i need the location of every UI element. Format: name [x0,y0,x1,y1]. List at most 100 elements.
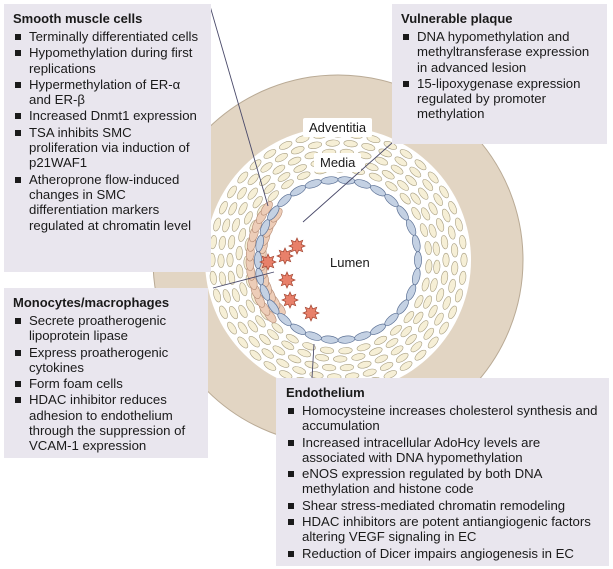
smooth-muscle-cell [279,141,293,150]
smooth-muscle-cell [394,156,408,167]
smooth-muscle-cell [427,336,439,349]
smooth-muscle-cell [227,235,236,250]
smooth-muscle-cell [276,358,290,368]
list-item: eNOS expression regulated by both DNA me… [286,466,601,497]
list-item: Hypomethylation during first replication… [13,45,203,76]
smooth-muscle-cell [231,288,240,302]
smooth-muscle-cell [383,141,397,150]
smooth-muscle-cell [226,252,234,268]
smooth-muscle-cell [213,288,222,303]
smooth-muscle-cell [429,278,438,292]
smooth-muscle-cell [397,180,409,191]
smooth-muscle-cell [333,355,348,363]
vulnerable-plaque-title: Vulnerable plaque [401,11,513,26]
smooth-muscle-cell [263,361,277,371]
smooth-muscle-cell [441,208,451,223]
vulnerable-plaque-list: DNA hypomethylation and methyltransferas… [401,29,599,122]
list-item: Secrete proatherogenic lipoprotein lipas… [13,313,200,344]
smooth-muscle-cell [433,193,443,206]
smooth-muscle-cell [227,270,236,285]
smooth-muscle-cell [227,321,237,335]
endothelium-list: Homocysteine increases cholesterol synth… [286,403,601,561]
list-item: Shear stress-mediated chromatin remodeli… [286,498,601,513]
smooth-muscle-cell [448,201,457,215]
smooth-muscle-cell [428,304,438,318]
smooth-muscle-cell [436,288,445,302]
smooth-muscle-cell [351,353,366,361]
smooth-muscle-cell [451,261,459,276]
smooth-muscle-title: Smooth muscle cells [13,11,143,26]
smooth-muscle-cell [272,164,286,175]
endothelial-cell [254,251,262,269]
smooth-muscle-cell [400,326,412,338]
smooth-muscle-cell [399,192,411,205]
smooth-muscle-cell [297,349,312,358]
list-item: HDAC inhibitor reduces adhesion to endot… [13,392,200,453]
smooth-muscle-cell [357,360,372,369]
smooth-muscle-cell [263,149,277,159]
smooth-muscle-cell [425,259,433,274]
callout-lines [209,5,393,379]
smooth-muscle-cell [272,345,286,356]
smooth-muscle-cell [293,164,307,173]
smooth-muscle-cell [255,315,266,328]
list-item: Atheroprone flow-induced changes in SMC … [13,172,203,233]
smooth-muscle-cell [385,181,398,192]
smooth-muscle-cell [440,235,449,250]
smooth-muscle-cell [442,252,450,268]
smooth-muscle-cell [389,324,402,336]
smooth-muscle-cell [421,207,431,221]
smooth-muscle-cell [381,169,395,180]
smooth-muscle-cell [448,278,456,293]
smooth-muscle-cell [296,171,311,180]
smooth-muscle-cell [436,218,445,232]
smooth-muscle-cell [244,211,253,225]
smooth-muscle-cell [409,166,422,178]
smooth-muscle-cell [238,202,248,216]
smooth-muscle-cell [252,195,263,209]
smooth-muscle-cell [411,207,421,220]
smooth-muscle-cell [418,320,429,333]
smooth-muscle-cell [428,223,437,238]
smooth-muscle-cell [459,270,467,285]
foam-cell [281,291,299,309]
smooth-muscle-cell [460,252,468,268]
smooth-muscle-cell [390,164,404,175]
smooth-muscle-cell [433,259,441,274]
smooth-muscle-cell [413,311,424,325]
smooth-muscle-cell [287,354,302,364]
smooth-muscle-cell [209,270,217,285]
list-item: 15-lipoxygenase expression regulated by … [401,76,599,122]
vulnerable-plaque-panel: Vulnerable plaque DNA hypomethylation an… [392,4,607,144]
list-item: Increased Dnmt1 expression [13,108,203,123]
smooth-muscle-cell [447,225,456,240]
smooth-muscle-cell [319,346,335,354]
list-item: Reduction of Dicer impairs angiogenesis … [286,546,601,561]
smooth-muscle-cell [374,335,388,345]
smooth-muscle-cell [399,149,413,159]
media-label: Media [314,153,362,172]
smooth-muscle-cell [271,322,284,334]
smooth-muscle-cell [290,146,305,155]
smooth-muscle-cell [238,228,247,242]
smooth-muscle-cell [364,162,379,171]
smooth-muscle-cell [247,173,259,186]
smooth-muscle-cell [228,202,238,216]
monocytes-panel: Monocytes/macrophages Secrete proatherog… [4,288,208,458]
smooth-muscle-cell [285,334,299,344]
foam-cell [278,271,296,289]
smooth-muscle-cell [427,171,439,184]
smooth-muscle-cell [281,340,295,351]
list-item: Hypermethylation of ER-α and ER-β [13,77,203,108]
list-item: Terminally differentiated cells [13,29,203,44]
smooth-muscle-cell [410,192,421,205]
foam-cell [276,247,294,265]
smooth-muscle-cell [247,320,258,333]
smooth-muscle-cell [229,306,238,320]
smooth-muscle-cell [292,366,307,375]
endothelial-cell [414,251,422,269]
smooth-muscle-cell [237,171,249,184]
smooth-muscle-cell [448,305,457,319]
smooth-muscle-cell [419,223,428,237]
smooth-muscle-cell [237,321,248,335]
